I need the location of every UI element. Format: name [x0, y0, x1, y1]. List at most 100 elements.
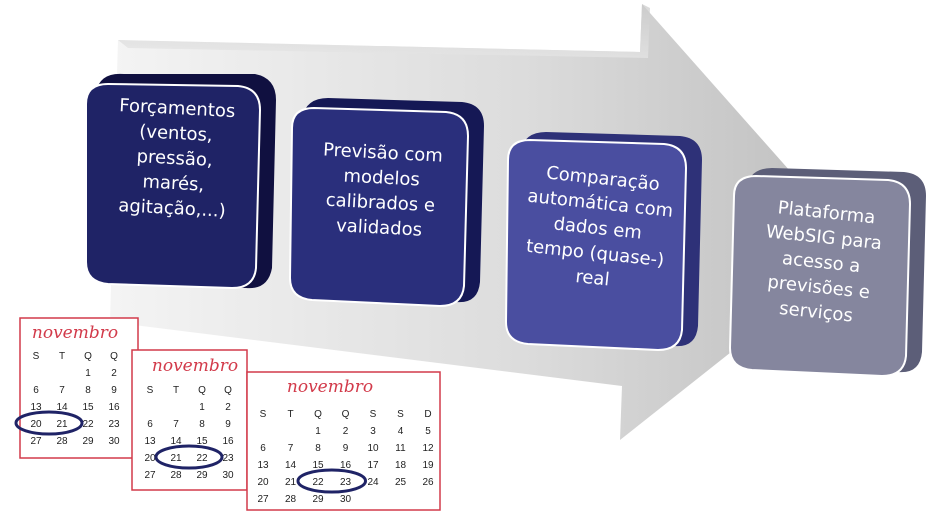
calendar-day-header: Q — [314, 409, 322, 420]
calendar-date: 22 — [312, 477, 324, 488]
calendar-title: novembro — [32, 323, 118, 343]
calendar-date: 30 — [340, 494, 352, 505]
calendar-day-header: D — [424, 409, 431, 420]
step-4-text: PlataformaWebSIG paraacesso aprevisões e… — [757, 196, 886, 329]
calendar-date: 29 — [312, 494, 324, 505]
calendar-date: 1 — [315, 426, 321, 437]
calendar-date: 5 — [425, 426, 431, 437]
calendar-date: 28 — [285, 494, 297, 505]
calendar-date: 27 — [257, 494, 269, 505]
calendar-date: 1 — [199, 402, 205, 413]
calendar-date: 22 — [82, 419, 94, 430]
calendar-date: 20 — [144, 453, 156, 464]
calendar-date: 12 — [422, 443, 434, 454]
calendar-day-header: S — [397, 409, 404, 420]
calendar-date: 29 — [196, 470, 208, 481]
calendar-date: 16 — [340, 460, 352, 471]
calendar-day-header: Q — [198, 385, 206, 396]
calendar-day-header: Q — [110, 351, 118, 362]
calendar-date: 9 — [225, 419, 231, 430]
step-3-box: Comparaçãoautomática comdados emtempo (q… — [504, 132, 702, 352]
calendar-date: 1 — [85, 368, 91, 379]
calendar-date: 13 — [257, 460, 269, 471]
calendar-day-header: Q — [224, 385, 232, 396]
calendar-date: 24 — [367, 477, 379, 488]
calendar-date: 14 — [285, 460, 297, 471]
calendar-date: 7 — [173, 419, 179, 430]
calendar-day-header: S — [370, 409, 377, 420]
step-line: validados — [336, 215, 423, 240]
calendar-date: 8 — [85, 385, 91, 396]
calendar-date: 2 — [343, 426, 349, 437]
calendar-date: 23 — [340, 477, 352, 488]
calendar-title: novembro — [287, 377, 373, 397]
calendar-day-header: S — [147, 385, 154, 396]
calendar-date: 11 — [395, 443, 406, 454]
calendar-date: 6 — [33, 385, 39, 396]
calendar-date: 10 — [367, 443, 379, 454]
step-1-box: Forçamentos(ventos,pressão,marés,agitaçã… — [85, 73, 276, 290]
calendar-date: 20 — [257, 477, 269, 488]
calendar-date: 16 — [222, 436, 234, 447]
calendar-date: 21 — [285, 477, 297, 488]
step-line: pressão, — [136, 146, 213, 171]
date-highlight-circle — [296, 468, 367, 494]
step-line: marés, — [142, 171, 205, 195]
calendar-day-header: T — [173, 385, 179, 396]
calendar-date: 9 — [343, 443, 349, 454]
calendar-date: 23 — [108, 419, 120, 430]
step-line: modelos — [343, 166, 420, 191]
calendar-date: 19 — [422, 460, 434, 471]
calendar-date: 22 — [196, 453, 208, 464]
step-1-text: Forçamentos(ventos,pressão,marés,agitaçã… — [113, 95, 235, 222]
calendar-date: 27 — [144, 470, 156, 481]
calendar-date: 25 — [395, 477, 407, 488]
calendar-day-header: Q — [84, 351, 92, 362]
calendar-date: 9 — [111, 385, 117, 396]
calendar-date: 13 — [144, 436, 156, 447]
calendar-day-header: T — [287, 409, 293, 420]
calendar-day-header: T — [59, 351, 65, 362]
calendar-date: 30 — [222, 470, 234, 481]
date-highlight-circle — [154, 444, 224, 470]
calendar-date: 20 — [30, 419, 42, 430]
calendar-day-header: S — [260, 409, 267, 420]
calendar-date: 21 — [170, 453, 182, 464]
calendar-date: 14 — [56, 402, 68, 413]
calendar-date: 6 — [260, 443, 266, 454]
step-2-text: Previsão commodeloscalibrados evalidados — [319, 139, 444, 241]
calendar-date: 26 — [422, 477, 434, 488]
step-4-box: PlataformaWebSIG paraacesso aprevisões e… — [728, 168, 926, 378]
calendar-title: novembro — [152, 356, 238, 376]
calendar-date: 8 — [199, 419, 205, 430]
calendar-date: 16 — [108, 402, 120, 413]
date-highlight-circle — [14, 410, 84, 436]
step-line: real — [574, 266, 610, 290]
calendar-day-header: Q — [342, 409, 350, 420]
calendar-date: 2 — [111, 368, 117, 379]
calendar-day-header: S — [33, 351, 40, 362]
calendar-date: 4 — [398, 426, 404, 437]
calendar-date: 14 — [170, 436, 182, 447]
step-2-box: Previsão commodeloscalibrados evalidados — [288, 98, 484, 308]
calendar-date: 23 — [222, 453, 234, 464]
calendar-date: 7 — [59, 385, 65, 396]
calendar-date: 3 — [370, 426, 376, 437]
calendar-date: 7 — [288, 443, 294, 454]
calendar-date: 2 — [225, 402, 231, 413]
calendar-date: 18 — [395, 460, 407, 471]
calendar-date: 28 — [56, 436, 68, 447]
calendar-date: 15 — [196, 436, 208, 447]
calendar-date: 30 — [108, 436, 120, 447]
calendar-date: 15 — [312, 460, 324, 471]
calendar-date: 27 — [30, 436, 42, 447]
step-line: (ventos, — [139, 121, 213, 146]
calendar-date: 21 — [56, 419, 68, 430]
calendar-date: 29 — [82, 436, 94, 447]
